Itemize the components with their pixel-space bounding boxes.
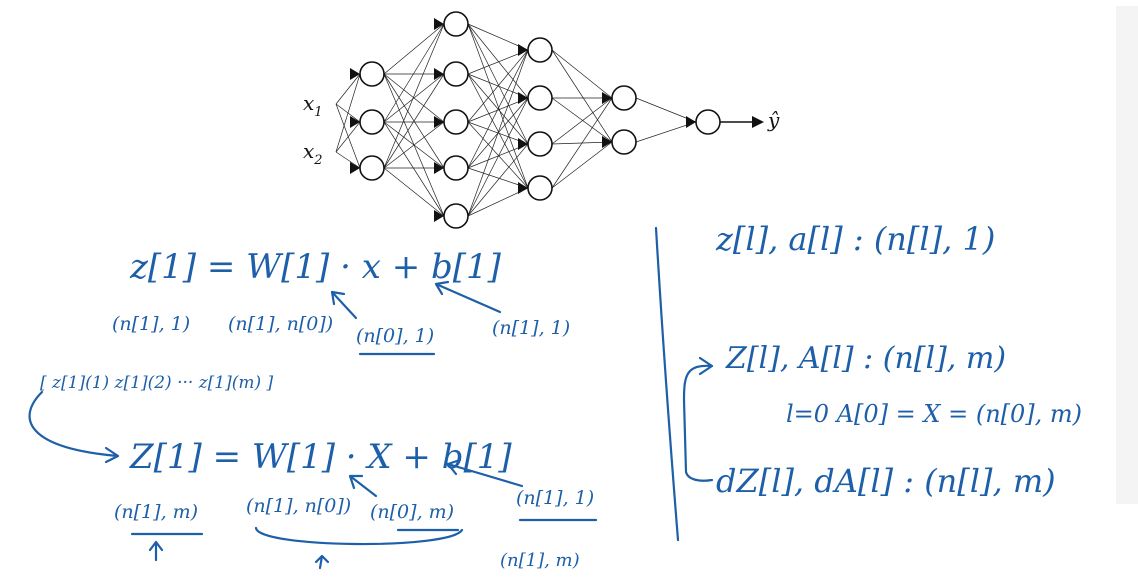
output-arrow-head [752, 116, 764, 128]
summary-line-4: dZ[l], dA[l] : (n[l], m) [716, 462, 1056, 500]
dim-b-vectorized: (n[1], 1) [516, 487, 594, 509]
node-input-arrowhead [434, 18, 444, 30]
input-edge [335, 121, 361, 153]
input-edge [335, 151, 361, 169]
node-input-arrowhead [350, 68, 360, 80]
neuron-node [443, 203, 469, 229]
neuron-node [527, 175, 553, 201]
curve-arrow-to-vectorized [28, 390, 120, 464]
neuron-node [527, 85, 553, 111]
node-input-arrowhead [518, 44, 528, 56]
stacked-columns-matrix: [ z[1](1) z[1](2) ··· z[1](m) ] [40, 373, 274, 393]
vertical-divider [654, 226, 680, 542]
network-edge [467, 49, 529, 123]
dim-b-broadcast: (n[1], m) [500, 550, 580, 571]
network-edge [383, 121, 445, 169]
input-x1-label: x1 [303, 91, 323, 120]
neuron-node [443, 109, 469, 135]
dim-b-single: (n[1], 1) [492, 317, 570, 339]
dim-z-vectorized: (n[1], m) [114, 501, 198, 523]
network-edge [383, 121, 445, 217]
arrow-to-X [348, 474, 378, 498]
neuron-node [359, 109, 385, 135]
neuron-node [443, 155, 469, 181]
neuron-node [527, 131, 553, 157]
node-input-arrowhead [350, 162, 360, 174]
network-edge [551, 97, 613, 145]
node-input-arrowhead [602, 136, 612, 148]
vectorized-equation: Z[1] = W[1] · X + b[1] [129, 437, 512, 477]
neuron-node [359, 61, 385, 87]
bracket-summary [682, 356, 714, 482]
node-input-arrowhead [434, 68, 444, 80]
neuron-node [443, 11, 469, 37]
arrow-up-bracket [314, 554, 330, 570]
neuron-node [443, 61, 469, 87]
node-input-arrowhead [518, 182, 528, 194]
neuron-node [695, 109, 721, 135]
node-input-arrowhead [434, 116, 444, 128]
network-edge [383, 167, 445, 217]
node-input-arrowhead [518, 138, 528, 150]
network-edge [383, 73, 445, 169]
arrow-to-b-vectorized [446, 458, 524, 488]
network-edge [551, 97, 613, 189]
network-edge [467, 73, 529, 189]
node-input-arrowhead [686, 116, 696, 128]
input-edge [335, 73, 361, 153]
network-edge [551, 141, 613, 189]
dim-x-vectorized: (n[0], m) [370, 501, 454, 523]
network-nodes [350, 11, 721, 229]
network-edge [467, 23, 529, 99]
node-input-arrowhead [602, 92, 612, 104]
neuron-node [611, 85, 637, 111]
network-edge [467, 97, 529, 217]
network-edge [467, 23, 529, 145]
single-example-equation: z[1] = W[1] · x + b[1] [129, 247, 502, 287]
network-edge [467, 121, 529, 189]
dim-x-single: (n[0], 1) [356, 325, 434, 347]
network-edge [383, 23, 445, 123]
neuron-node [359, 155, 385, 181]
network-edges [335, 23, 764, 217]
dim-z-single: (n[1], 1) [112, 313, 190, 335]
arrow-to-b [434, 280, 502, 314]
network-edge [467, 23, 529, 189]
node-input-arrowhead [518, 92, 528, 104]
dim-w-single: (n[1], n[0]) [228, 313, 333, 335]
node-input-arrowhead [350, 116, 360, 128]
neural-network-diagram [335, 11, 764, 229]
network-edge [467, 49, 529, 217]
neuron-node [611, 129, 637, 155]
network-edge [551, 49, 613, 99]
summary-line-3: l=0 A[0] = X = (n[0], m) [786, 400, 1082, 428]
bracket-under-wx [254, 526, 464, 546]
network-edge [467, 49, 529, 169]
summary-line-2: Z[l], A[l] : (n[l], m) [725, 341, 1006, 376]
arrow-up-z [148, 540, 164, 562]
neuron-node [527, 37, 553, 63]
input-edge [335, 103, 361, 169]
dim-w-vectorized: (n[1], n[0]) [246, 495, 351, 517]
input-edge [335, 73, 361, 105]
edge-strip [1116, 6, 1138, 504]
network-edge [383, 73, 445, 123]
network-edge [467, 143, 529, 217]
network-edge [551, 97, 613, 143]
summary-line-1: z[l], a[l] : (n[l], 1) [715, 220, 995, 258]
node-input-arrowhead [434, 162, 444, 174]
network-edge [383, 23, 445, 169]
output-y-hat-label: ŷ [767, 108, 780, 132]
node-input-arrowhead [434, 210, 444, 222]
input-x2-label: x2 [303, 139, 323, 168]
arrow-to-x [330, 290, 358, 320]
network-edge [551, 49, 613, 143]
network-edge [383, 23, 445, 75]
